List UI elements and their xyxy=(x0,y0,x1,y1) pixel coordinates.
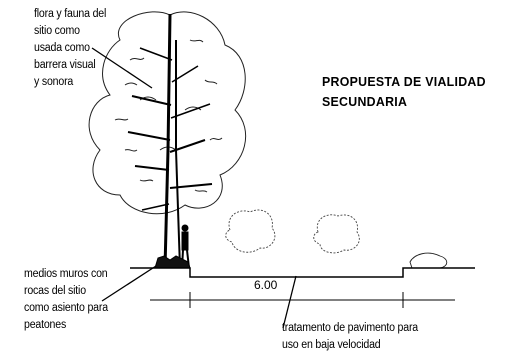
wall-annotation: medios muros con rocas del sitio como as… xyxy=(24,268,108,331)
leader-lines xyxy=(91,47,297,329)
tree-canopy xyxy=(88,11,247,215)
tree-annotation: flora y fauna del sitio como usada como … xyxy=(34,8,107,88)
ground-profile xyxy=(130,267,475,278)
tree-trunk xyxy=(127,13,213,269)
pavement-annotation: tratamento de pavimento para uso en baja… xyxy=(282,322,419,351)
rock-wall xyxy=(154,255,191,269)
dimension-label: 6.00 xyxy=(254,278,278,292)
small-trees xyxy=(225,209,448,269)
diagram-title: PROPUESTA DE VIALIDAD SECUNDARIA xyxy=(322,74,486,109)
dimension-line xyxy=(150,292,455,308)
